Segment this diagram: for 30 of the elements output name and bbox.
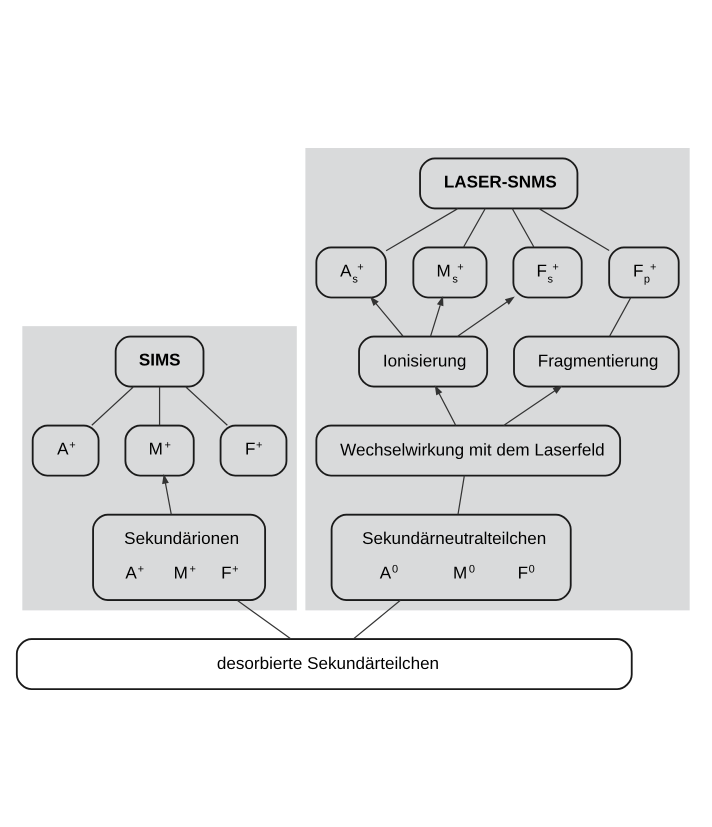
node-box: Sekundärneutralteilchen A$^{0}$ M$^{0}$ F$^{0}$: [330, 513, 572, 600]
node-box: LASER-SNMS: [419, 156, 578, 209]
node-box: A$^{+}$: [32, 424, 100, 476]
connector: [457, 475, 465, 514]
connector: [609, 296, 632, 336]
arrow: [457, 296, 515, 336]
connector: [91, 386, 134, 426]
node-box: Ionisierung: [358, 335, 488, 387]
node-box: Sekundärionen A$^{+}$ M$^{+}$ F$^{+}$: [92, 513, 266, 600]
node-box: M$^{+}$: [124, 424, 195, 476]
connector: [386, 208, 458, 251]
node-box: SIMS: [114, 335, 204, 387]
arrow: [503, 385, 563, 426]
arrow: [162, 473, 172, 514]
connector: [512, 208, 534, 247]
node-box: Wechselwirkung mit dem Laserfeld: [315, 424, 622, 476]
arrow: [370, 296, 404, 336]
connector: [353, 599, 401, 639]
node-box: Fragmentierung: [513, 335, 680, 387]
node-box: F$^{+}$: [220, 424, 288, 476]
connector: [538, 208, 610, 251]
connector: [236, 599, 292, 639]
node-box: desorbierte Sekundärteilchen: [16, 638, 633, 690]
connector: [463, 208, 486, 247]
connector: [158, 386, 160, 425]
arrow: [430, 295, 444, 336]
arrow: [434, 384, 456, 426]
connector: [185, 386, 228, 426]
cluster: [305, 148, 690, 610]
cluster: [22, 326, 297, 610]
